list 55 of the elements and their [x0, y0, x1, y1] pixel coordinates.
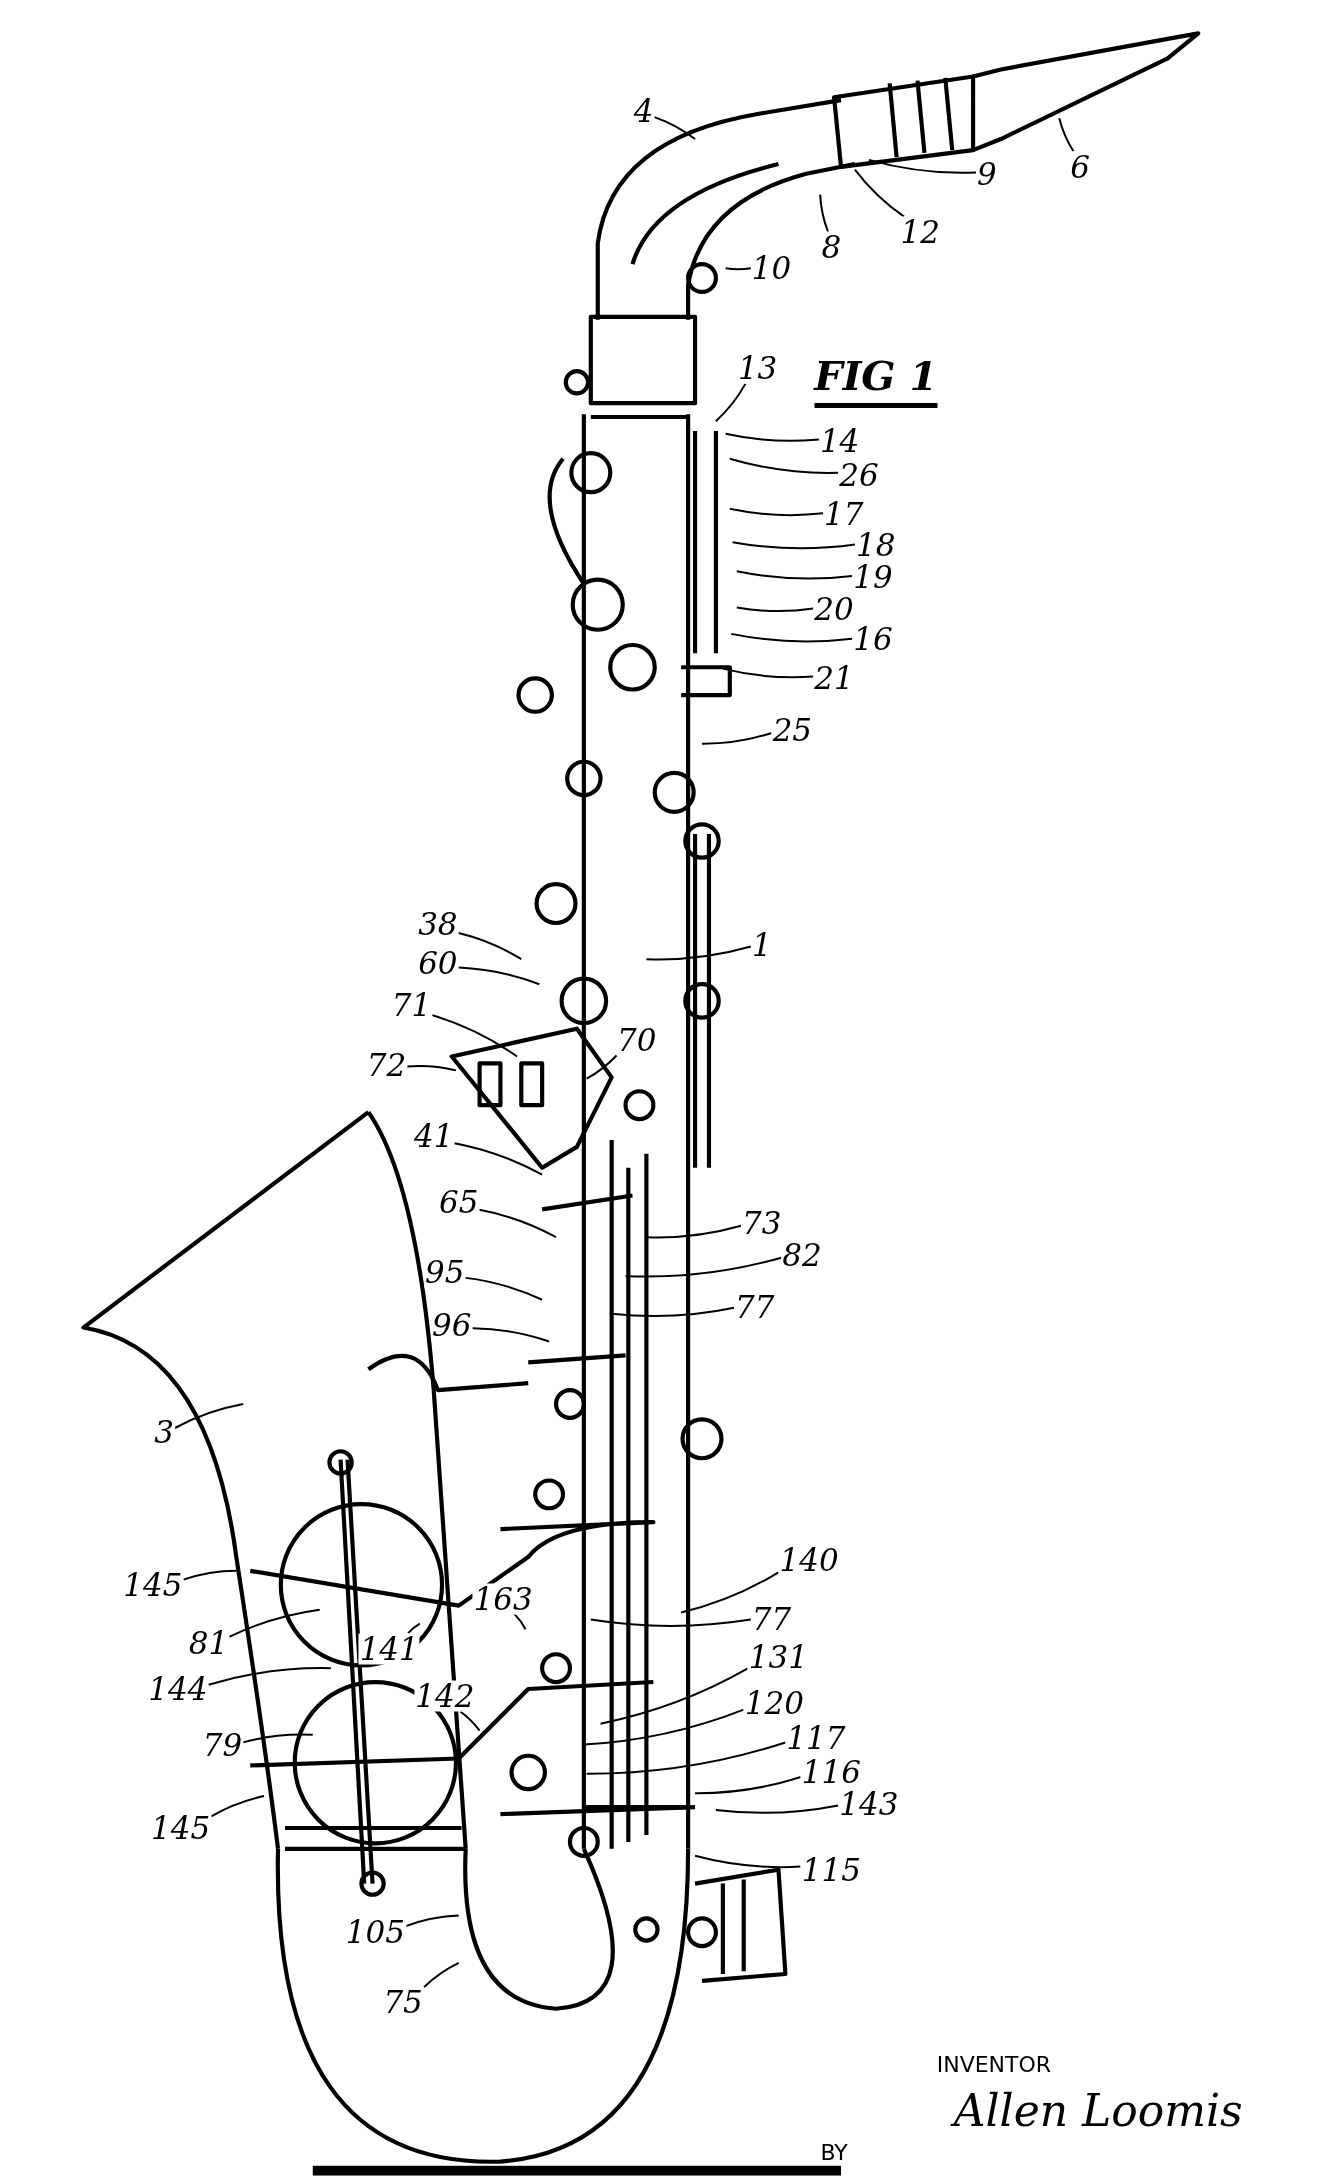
leader-line [404, 1914, 460, 1928]
leader-line [624, 1256, 783, 1278]
leader-line [610, 1306, 736, 1318]
leader-line [701, 732, 773, 745]
leader-line [422, 1961, 460, 1989]
leader-line [582, 1708, 745, 1746]
callout-number: 163 [472, 1583, 534, 1615]
leader-line [730, 632, 854, 643]
leader-line [228, 1608, 321, 1638]
leader-line [731, 541, 857, 550]
leader-line [207, 1667, 332, 1686]
leader-line [819, 193, 829, 233]
leader-line [182, 1569, 238, 1581]
leader-line [585, 1054, 618, 1080]
callout-number: 140 [778, 1544, 840, 1576]
callout-number: 141 [358, 1633, 420, 1665]
leader-line [721, 667, 815, 679]
leader-line [735, 606, 815, 613]
leader-line [599, 1667, 749, 1725]
leader-line [680, 1571, 780, 1614]
leader-line [406, 1065, 457, 1072]
leader-line [724, 267, 752, 271]
leader-line [457, 966, 541, 986]
leader-line [728, 507, 825, 517]
leader-line [173, 1403, 245, 1429]
leader-line [242, 1733, 314, 1744]
leader-line [1058, 117, 1075, 153]
leader-line [407, 1622, 421, 1635]
leader-line [431, 1014, 519, 1058]
callout-number: 142 [414, 1680, 476, 1712]
leader-line [735, 570, 854, 580]
leader-line [653, 116, 697, 140]
inventor-caption: INVENTOR [936, 2051, 1052, 2077]
leader-line [645, 1224, 743, 1239]
by-caption: BY [820, 2139, 848, 2165]
leader-line [714, 382, 747, 423]
leader-line [457, 932, 523, 961]
leader-line [210, 1795, 266, 1818]
leader-line [724, 432, 820, 442]
leader-line [471, 1327, 551, 1343]
leader-line [589, 1618, 752, 1627]
leader-line [453, 1142, 544, 1176]
leader-line [728, 457, 840, 474]
leader-line [853, 168, 906, 218]
leader-line [714, 1804, 840, 1814]
leader-line [694, 1854, 802, 1869]
leader-line [694, 1776, 802, 1795]
leader-line [464, 1276, 544, 1301]
leader-line [513, 1613, 527, 1631]
figure-label: FIG 1 [814, 351, 938, 408]
leader-line [459, 1710, 481, 1732]
leader-line [478, 1208, 558, 1239]
leader-line [645, 945, 752, 961]
leader-line [867, 158, 978, 174]
leader-line [585, 1741, 787, 1775]
